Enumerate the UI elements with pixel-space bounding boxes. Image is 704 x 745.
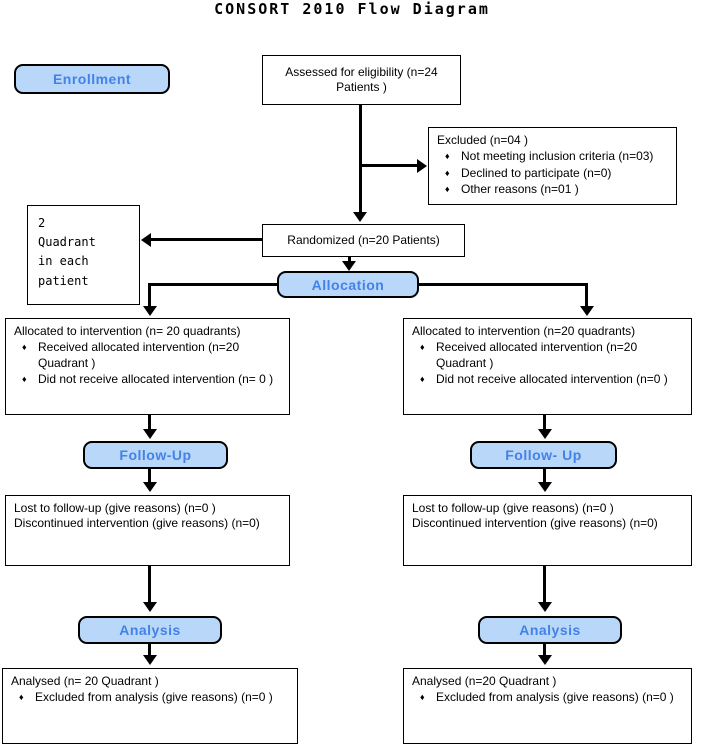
arrowhead-to-analysis-right — [538, 602, 552, 612]
bullet-icon: ♦ — [445, 167, 450, 178]
lost-left-line-1: Lost to follow-up (give reasons) (n=0 ) — [14, 501, 216, 515]
line-randomized-to-allocation — [348, 257, 351, 263]
allocated-left-bullet-1-text: Received allocated intervention (n=20 Qu… — [38, 340, 240, 370]
randomized-text: Randomized (n=20 Patients) — [287, 232, 440, 247]
allocated-right-bullet-2-text: Did not receive allocated intervention (… — [436, 372, 668, 387]
arrowhead-to-analysed-right — [538, 655, 552, 665]
line-analysis-left-to-analysed — [148, 644, 151, 657]
bullet-icon: ♦ — [420, 374, 425, 385]
analysis-right-stage-pill: Analysis — [478, 616, 622, 644]
lost-right-line-2: Discontinued intervention (give reasons)… — [412, 516, 658, 531]
analysis-right-stage-label: Analysis — [519, 622, 581, 638]
allocated-right-bullet-1-text: Received allocated intervention (n=20 Qu… — [436, 340, 638, 370]
excluded-title: Excluded (n=04 ) — [437, 133, 529, 147]
line-allocation-left-horizontal — [148, 283, 277, 286]
quadrant-note-text: 2 Quadrant in each patient — [38, 216, 96, 288]
bullet-icon: ♦ — [19, 692, 24, 703]
arrowhead-to-allocated-right — [580, 306, 594, 316]
line-branch-to-excluded — [360, 164, 418, 167]
line-followup-left-to-lost — [148, 469, 151, 484]
analysed-left-title: Analysed (n= 20 Quadrant ) — [11, 674, 159, 688]
bullet-icon: ♦ — [420, 342, 425, 353]
arrowhead-to-followup-right — [538, 429, 552, 439]
randomized-box: Randomized (n=20 Patients) — [262, 224, 465, 257]
lost-left-box: Lost to follow-up (give reasons) (n=0 ) … — [5, 495, 290, 566]
allocated-left-bullet-2-text: Did not receive allocated intervention (… — [38, 372, 274, 387]
allocated-right-bullet-2: ♦ Did not receive allocated intervention… — [412, 372, 683, 387]
analysis-left-stage-pill: Analysis — [78, 616, 222, 644]
enrollment-stage-pill: Enrollment — [14, 64, 170, 94]
excluded-bullet-1: ♦ Not meeting inclusion criteria (n=03) — [437, 149, 668, 164]
analysed-left-bullet-1: ♦ Excluded from analysis (give reasons) … — [11, 690, 289, 705]
line-randomized-to-quadrant — [151, 238, 262, 241]
line-allocation-right-vertical — [585, 283, 588, 308]
enrollment-stage-label: Enrollment — [52, 71, 132, 87]
line-allocated-left-to-followup — [148, 415, 151, 431]
analysed-right-bullet-1: ♦ Excluded from analysis (give reasons) … — [412, 690, 683, 705]
arrowhead-to-lost-right — [538, 482, 552, 492]
allocated-left-title: Allocated to intervention (n= 20 quadran… — [14, 324, 241, 338]
quadrant-note-box: 2 Quadrant in each patient — [27, 205, 140, 305]
arrowhead-to-allocation — [342, 261, 356, 271]
analysed-right-box: Analysed (n=20 Quadrant ) ♦ Excluded fro… — [403, 668, 692, 744]
arrowhead-to-analysed-left — [143, 655, 157, 665]
assessed-eligibility-box: Assessed for eligibility (n=24 Patients … — [262, 55, 461, 105]
excluded-bullet-3-text: Other reasons (n=01 ) — [461, 182, 579, 197]
excluded-bullet-2-text: Declined to participate (n=0) — [461, 165, 612, 180]
analysed-right-bullet-1-text: Excluded from analysis (give reasons) (n… — [436, 690, 674, 705]
arrowhead-to-analysis-left — [143, 602, 157, 612]
lost-right-line-1: Lost to follow-up (give reasons) (n=0 ) — [412, 501, 614, 515]
allocation-stage-pill: Allocation — [277, 271, 419, 298]
followup-right-stage-pill: Follow- Up — [470, 441, 617, 469]
allocated-left-bullet-2: ♦ Did not receive allocated intervention… — [14, 372, 281, 387]
followup-left-stage-label: Follow-Up — [119, 447, 192, 463]
arrowhead-to-excluded — [417, 159, 427, 173]
bullet-icon: ♦ — [22, 374, 27, 385]
followup-left-stage-pill: Follow-Up — [83, 441, 228, 469]
line-allocation-right-horizontal — [419, 283, 588, 286]
arrowhead-to-randomized — [353, 212, 367, 222]
excluded-bullet-2: ♦ Declined to participate (n=0) — [437, 166, 668, 181]
allocated-left-bullet-1: ♦ Received allocated intervention (n=20 … — [14, 340, 281, 371]
arrowhead-to-allocated-left — [143, 306, 157, 316]
allocated-right-box: Allocated to intervention (n=20 quadrant… — [403, 318, 692, 415]
bullet-icon: ♦ — [420, 692, 425, 703]
arrowhead-to-followup-left — [143, 429, 157, 439]
line-lost-left-to-analysis — [148, 566, 151, 604]
analysis-left-stage-label: Analysis — [119, 622, 181, 638]
arrowhead-to-lost-left — [143, 482, 157, 492]
followup-right-stage-label: Follow- Up — [505, 447, 582, 463]
excluded-box: Excluded (n=04 ) ♦ Not meeting inclusion… — [428, 127, 677, 205]
allocation-stage-label: Allocation — [311, 276, 385, 293]
line-analysis-right-to-analysed — [543, 644, 546, 657]
allocated-right-title: Allocated to intervention (n=20 quadrant… — [412, 324, 636, 338]
bullet-icon: ♦ — [445, 151, 450, 162]
allocated-left-box: Allocated to intervention (n= 20 quadran… — [5, 318, 290, 415]
lost-left-line-2: Discontinued intervention (give reasons)… — [14, 516, 260, 531]
line-allocated-right-to-followup — [543, 415, 546, 431]
diagram-title: CONSORT 2010 Flow Diagram — [214, 0, 490, 18]
line-lost-right-to-analysis — [543, 566, 546, 604]
arrowhead-to-quadrant-note — [141, 233, 151, 247]
analysed-left-box: Analysed (n= 20 Quadrant ) ♦ Excluded fr… — [2, 668, 298, 744]
allocated-right-bullet-1: ♦ Received allocated intervention (n=20 … — [412, 340, 683, 371]
analysed-left-bullet-1-text: Excluded from analysis (give reasons) (n… — [35, 690, 273, 705]
analysed-right-title: Analysed (n=20 Quadrant ) — [412, 674, 557, 688]
bullet-icon: ♦ — [445, 184, 450, 195]
excluded-bullet-3: ♦ Other reasons (n=01 ) — [437, 182, 668, 197]
line-assessed-to-randomized — [359, 105, 362, 213]
line-allocation-left-vertical — [148, 283, 151, 308]
lost-right-box: Lost to follow-up (give reasons) (n=0 ) … — [403, 495, 692, 566]
line-followup-right-to-lost — [543, 469, 546, 484]
assessed-eligibility-text: Assessed for eligibility (n=24 Patients … — [285, 64, 438, 94]
excluded-bullet-1-text: Not meeting inclusion criteria (n=03) — [461, 149, 654, 164]
bullet-icon: ♦ — [22, 342, 27, 353]
